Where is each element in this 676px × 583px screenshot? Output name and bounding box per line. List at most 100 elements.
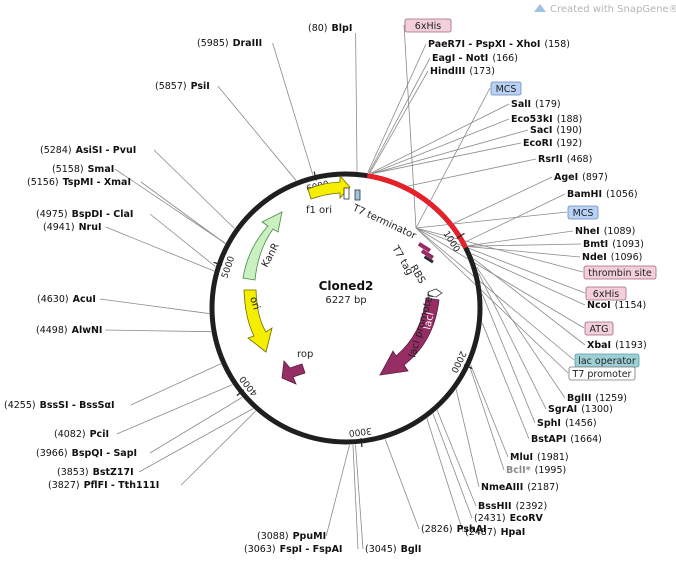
site-pos: (4941)	[43, 222, 75, 233]
site-name: SphI	[537, 418, 561, 429]
feature-label-f1-ori: f1 ori	[306, 205, 332, 216]
site-label: (3063)FspI - FspAI	[244, 544, 342, 555]
site-name: BstAPI	[531, 434, 566, 445]
site-name: AsiSI - PvuI	[76, 145, 137, 156]
leader-line	[481, 293, 536, 424]
site-pos: (3088)	[257, 531, 289, 542]
site-name: HindIII	[430, 66, 465, 77]
site-name: TspMI - XmaI	[63, 177, 131, 188]
leader-line	[415, 227, 569, 374]
feature-box-text: T7 promoter	[572, 369, 632, 380]
site-name: BmtI	[583, 239, 608, 250]
backbone-circle	[209, 171, 483, 445]
feature-box-label: ATG	[584, 321, 614, 336]
site-name: SalI	[511, 99, 531, 110]
site-pos: (2826)	[421, 524, 453, 535]
laci-promoter-arrow	[427, 288, 443, 298]
leader-line	[467, 230, 574, 247]
feature-box-text: ATG	[590, 324, 609, 335]
highlight-arc	[366, 173, 468, 249]
leader-line	[369, 70, 429, 174]
site-label: BstAPI (1664)	[531, 434, 602, 445]
site-pos: (4255)	[4, 400, 36, 411]
site-name: Eco53kI	[511, 114, 553, 125]
leader-line	[476, 267, 566, 399]
feature-label-ori: ori	[247, 296, 261, 312]
leader-line	[368, 57, 431, 174]
leader-line	[453, 176, 553, 224]
site-label: NheI(1089)	[575, 226, 635, 237]
t7-terminator-mark	[354, 189, 361, 201]
leader-line	[455, 389, 480, 488]
plasmid-name: Cloned2	[319, 279, 374, 293]
site-name: BamHI	[567, 189, 602, 200]
site-pos: (5284)	[40, 145, 72, 156]
site-label: XbaI(1193)	[587, 340, 647, 351]
site-name: BstZ17I	[93, 467, 134, 478]
site-name: NmeAIII	[481, 482, 523, 493]
site-label: AgeI(897)	[554, 172, 608, 183]
site-pos: (192)	[557, 138, 583, 149]
site-label: (5158)SmaI	[52, 164, 114, 175]
leader-line	[384, 439, 420, 530]
tick-mark	[213, 261, 223, 266]
site-pos: (1093)	[612, 239, 644, 250]
site-name: BclI*	[506, 465, 531, 476]
site-pos: (5857)	[155, 81, 187, 92]
t7-terminator-box	[343, 187, 350, 200]
site-label: SacI(190)	[530, 125, 582, 136]
site-label: MluI(1981)	[510, 452, 569, 463]
t7-tag-box	[417, 242, 431, 253]
rop-arrow	[281, 360, 306, 385]
site-label: (4498)AlwNI	[36, 325, 102, 336]
site-name: PpuMI	[293, 531, 327, 542]
watermark: Created with SnapGene®	[550, 4, 676, 15]
leader-line	[371, 118, 510, 174]
site-label: RsrII(468)	[538, 154, 592, 165]
site-pos: (1096)	[611, 252, 643, 263]
site-name: EagI - NotI	[432, 53, 488, 64]
site-label: (5156)TspMI - XmaI	[27, 177, 131, 188]
site-name: AcuI	[73, 294, 96, 305]
site-name: DraIII	[233, 38, 263, 49]
kanr-arrow	[242, 211, 283, 281]
site-label: (4941)NruI	[43, 222, 102, 233]
site-label: (3853)BstZ17I	[57, 467, 134, 478]
site-name: BssSI - BssSαI	[40, 400, 115, 411]
leader-line	[325, 444, 350, 537]
leader-line	[217, 85, 297, 181]
site-name: BglI	[401, 544, 422, 555]
site-pos: (2431)	[474, 513, 506, 524]
site-pos: (3966)	[36, 448, 68, 459]
site-pos: (1193)	[615, 340, 647, 351]
site-pos: (1300)	[581, 404, 613, 415]
leader-line	[481, 322, 530, 440]
leader-line	[371, 129, 529, 174]
site-name: NcoI	[587, 300, 611, 311]
leader-line	[180, 410, 256, 486]
site-name: SacI	[530, 125, 552, 136]
site-name: RsrII	[538, 154, 563, 165]
site-pos: (1664)	[570, 434, 602, 445]
site-pos: (1995)	[535, 465, 567, 476]
site-label: (2431)EcoRV	[474, 513, 544, 524]
leader-line	[99, 298, 210, 314]
leader-line	[469, 366, 505, 471]
leader-line	[153, 149, 235, 229]
site-label: (3088) PpuMI	[257, 531, 326, 542]
laci-arrow	[379, 297, 440, 376]
leader-line	[352, 444, 359, 550]
site-label: PaeR7I - PspXI - XhoI(158)	[428, 39, 570, 50]
leader-line	[470, 364, 509, 458]
leader-line	[272, 42, 314, 176]
site-label: SalI(179)	[511, 99, 561, 110]
site-label: BglII(1259)	[567, 393, 627, 404]
feature-box-label: thrombin site	[583, 265, 657, 280]
plasmid-size: 6227 bp	[325, 295, 366, 306]
site-name: NdeI	[582, 252, 607, 263]
site-label: HindIII(173)	[430, 66, 495, 77]
leader-line	[468, 246, 581, 258]
leader-line	[415, 227, 586, 294]
site-pos: (158)	[544, 39, 570, 50]
